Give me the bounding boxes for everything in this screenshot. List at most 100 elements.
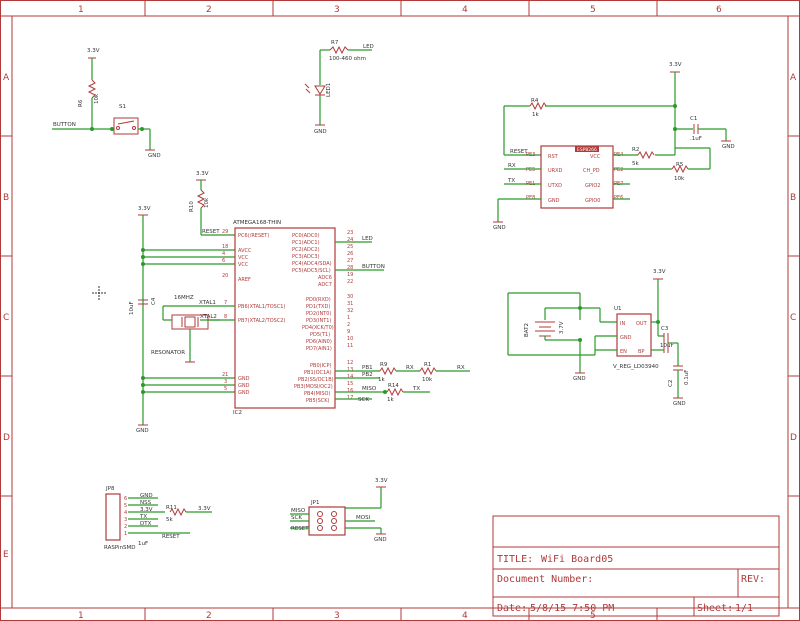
mcu-pin-name: PC3(ADC3) xyxy=(292,254,320,260)
esp-c1-ground: GND xyxy=(722,144,735,150)
row-label-c: C xyxy=(3,313,9,323)
regulator-supply-label: 3.3V xyxy=(653,269,666,275)
mcu-pin-name: PD0(RXD) xyxy=(306,297,331,303)
mcu-pin-name: ADC6 xyxy=(318,275,332,281)
esp-r5-value: 10k xyxy=(674,176,685,182)
col-label-1-bottom: 1 xyxy=(78,611,84,621)
mcu-pin-num: 32 xyxy=(347,308,353,314)
esp-supply-label: 3.3V xyxy=(669,62,682,68)
mcu-pin-num: 8 xyxy=(224,314,227,320)
mcu-pin-name: PC1(ADC1) xyxy=(292,240,320,246)
jp8-pin: 5 xyxy=(124,503,127,509)
mcu-pin-num: 22 xyxy=(347,279,353,285)
jp8-pin: 4 xyxy=(124,510,127,516)
esp-r5-ref: R5 xyxy=(676,162,684,168)
mcu-pin-name: PB3(MOSI/OC2) xyxy=(294,384,333,390)
regulator-name: V_REG_LD03940 xyxy=(613,364,659,370)
mcu-pin-num: 15 xyxy=(347,381,353,387)
col-label-6: 6 xyxy=(716,5,722,15)
button-resistor-ref: R6 xyxy=(78,99,84,107)
regulator-c2-ground: GND xyxy=(673,401,686,407)
mcu-pb2-net: PB2 xyxy=(362,372,373,378)
button-ground-label: GND xyxy=(148,153,161,159)
esp-r2-value: 5k xyxy=(632,161,639,167)
mcu-pin-name: VCC xyxy=(238,262,249,268)
row-label-a: A xyxy=(3,73,10,83)
jp1-ref: JP1 xyxy=(310,500,319,506)
mcu-pin-name: PD6(AIN0) xyxy=(306,339,332,345)
row-label-e: E xyxy=(3,550,9,560)
regulator-pin-bp: BP xyxy=(638,349,644,355)
sheet-label: Sheet: xyxy=(697,603,733,614)
esp-block: 3.3V R4 1k RESET C1 .1uF GND ESP8266 RST… xyxy=(493,62,735,231)
mcu-pin-name: PC5(ADC5/SCL) xyxy=(292,268,331,274)
button-net-label: BUTTON xyxy=(53,122,76,128)
mcu-pin-num: 3 xyxy=(224,379,227,385)
jp8-pin: 2 xyxy=(124,524,127,530)
mcu-pin-num: 10 xyxy=(347,336,353,342)
mcu-pin-name: PD1(TXD) xyxy=(306,304,330,310)
mcu-miso-net: MISO xyxy=(362,386,377,392)
esp-pin-num: PE3 xyxy=(526,152,535,158)
serial-rx-net-2: RX xyxy=(457,365,465,371)
mcu-pin-num: 14 xyxy=(347,374,353,380)
title-block: TITLE: WiFi Board05 Document Number: REV… xyxy=(492,515,780,617)
revision-label: REV: xyxy=(741,574,765,585)
mcu-pin-num: 24 xyxy=(347,237,353,243)
mcu-pin-name: PB6(XTAL1/TOSC1) xyxy=(238,304,285,310)
switch-ref: S1 xyxy=(119,104,126,110)
mcu-pin-num: 13 xyxy=(347,367,353,373)
row-label-d: D xyxy=(3,433,10,443)
led-net-label: LED xyxy=(363,44,374,50)
regulator-block: BAT2 3.7V GND U1 IN OUT GND EN BP V_REG_… xyxy=(507,269,690,407)
serial-tx-net: TX xyxy=(412,386,420,392)
jp1-supply-label: 3.3V xyxy=(375,478,388,484)
col-label-5: 5 xyxy=(590,5,596,15)
jp8-r11-value: 5k xyxy=(166,517,173,523)
col-label-4-bottom: 4 xyxy=(462,611,468,621)
regulator-c2-ref: C2 xyxy=(668,380,674,387)
esp-name: ESP8266 xyxy=(577,147,597,153)
mcu-pin-name: PB7(XTAL2/TOSC2) xyxy=(238,318,285,324)
button-resistor-value: 10k xyxy=(94,93,100,104)
r9-value: 1k xyxy=(378,377,385,383)
esp-pin-name: RST xyxy=(548,154,559,160)
esp-tx-net: TX xyxy=(507,178,515,184)
mcu-cap-ref: C4 xyxy=(151,297,157,305)
jp8-pin: 1 xyxy=(124,531,127,537)
jp8-name: RASPinSMD xyxy=(104,545,136,551)
mcu-pin-num: 12 xyxy=(347,360,353,366)
mcu-pin-num: 16 xyxy=(347,388,353,394)
button-circuit: 3.3V R6 10k BUTTON S1 GND xyxy=(52,48,161,159)
mcu-pin-name: GND xyxy=(238,390,250,396)
mcu-pin-num: 25 xyxy=(347,244,353,250)
resonator-frequency: 16MHZ xyxy=(174,295,194,301)
mcu-pin-name: PB4(MISO) xyxy=(304,391,330,397)
mcu-cap-value: 10uF xyxy=(129,301,135,315)
col-label-1: 1 xyxy=(78,5,84,15)
mcu-pin-num: 18 xyxy=(222,244,228,250)
r14-ref: R14 xyxy=(388,383,399,389)
esp-r4-value: 1k xyxy=(532,112,539,118)
mcu-pin-num: 21 xyxy=(222,372,228,378)
jp8-net: NSS xyxy=(140,500,152,506)
regulator-pin-out: OUT xyxy=(636,321,648,327)
esp-pin-num: PE8 xyxy=(526,195,535,201)
mcu-pin-name: PD5(T1) xyxy=(310,332,330,338)
mcu-reset-net: RESET xyxy=(202,229,220,235)
led-resistor-ref: R7 xyxy=(331,40,339,46)
r1-ref: R1 xyxy=(424,362,431,368)
mcu-pin-num: 1 xyxy=(347,315,350,321)
resonator-label: RESONATOR xyxy=(151,350,185,356)
jp8-net: 3.3V xyxy=(140,507,153,513)
regulator-pin-gnd: GND xyxy=(620,335,632,341)
regulator-pin-en: EN xyxy=(620,349,627,355)
jp8-pin: 3 xyxy=(124,517,127,523)
mcu-pin-num: 9 xyxy=(347,329,350,335)
mcu-pin-name: PD7(AIN1) xyxy=(306,346,332,352)
row-label-b: B xyxy=(3,193,9,203)
mcu-pin-num: 20 xyxy=(222,273,228,279)
mcu-button-net: BUTTON xyxy=(362,264,385,270)
mcu-pin-name: GND xyxy=(238,376,250,382)
row-label-a-right: A xyxy=(790,73,797,83)
